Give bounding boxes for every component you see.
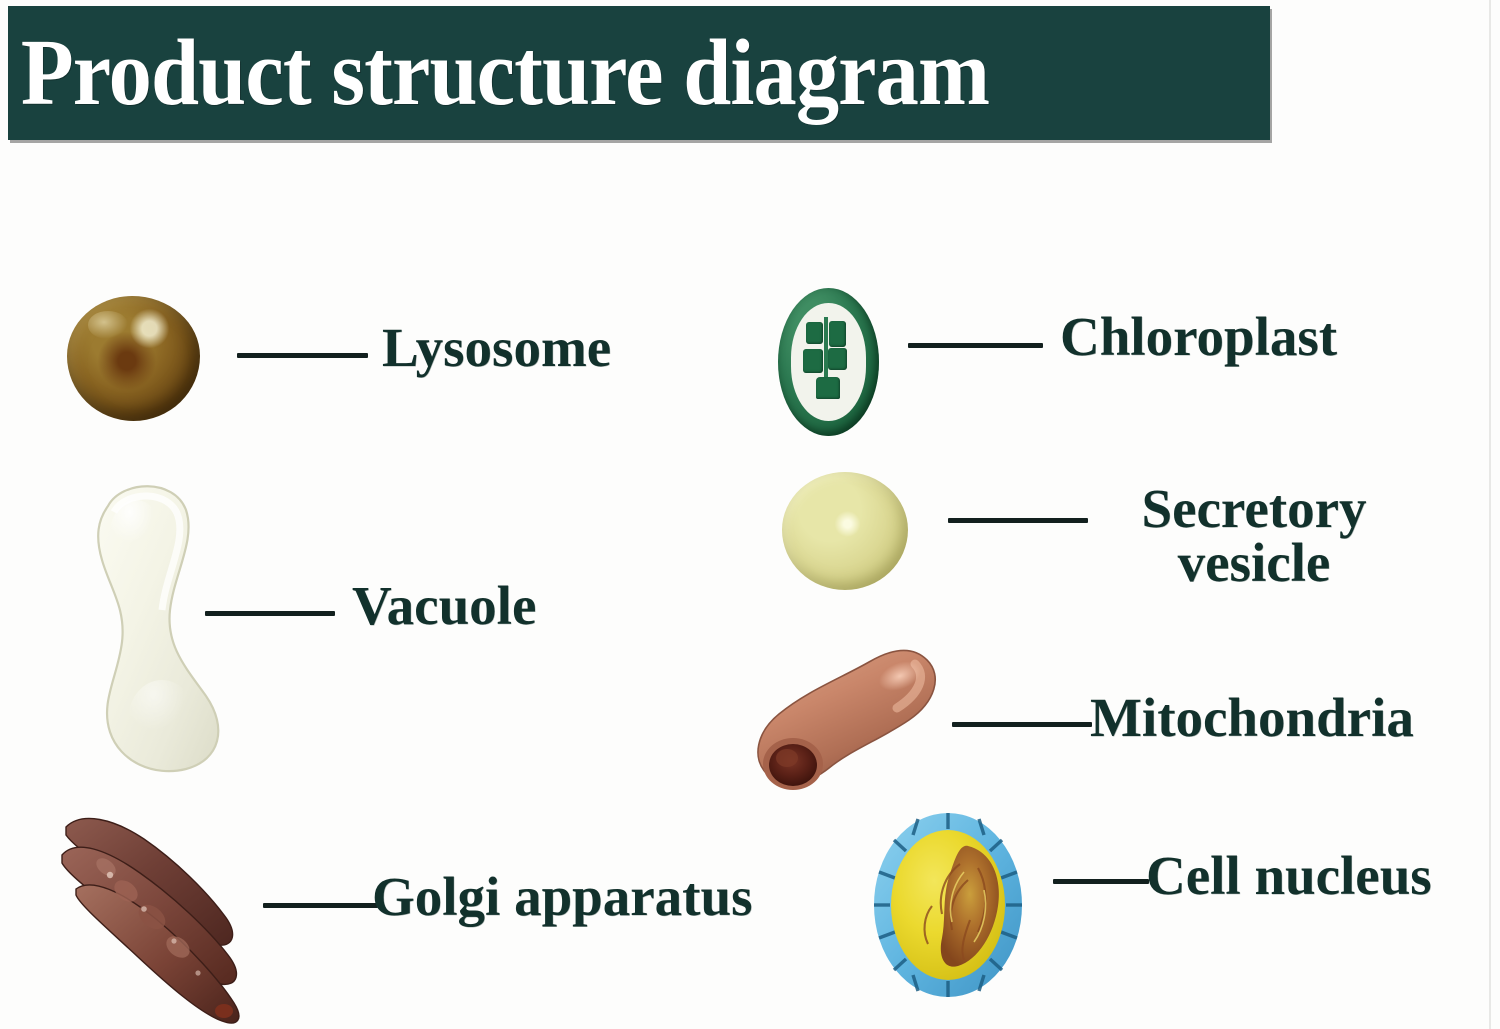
vacuole-label: Vacuole	[352, 575, 537, 636]
cell-nucleus-leader-line	[1053, 879, 1149, 884]
chloroplast-granum	[803, 348, 823, 373]
secretory-vesicle-icon	[782, 472, 908, 590]
cell-nucleus-icon	[872, 810, 1024, 1000]
cell-nucleus-shape	[874, 813, 1022, 997]
secretory-vesicle-label: Secretory vesicle	[1104, 481, 1404, 593]
chloroplast-stroma	[791, 302, 866, 422]
mitochondria-label: Mitochondria	[1090, 687, 1414, 748]
lysosome-icon	[67, 296, 200, 421]
mitochondria-leader-line	[952, 722, 1092, 727]
right-edge-rule	[1489, 0, 1491, 1029]
golgi-shape	[61, 817, 240, 1024]
chloroplast-label: Chloroplast	[1060, 306, 1338, 367]
chloroplast-leader-line	[908, 343, 1043, 348]
page-title: Product structure diagram	[20, 21, 990, 125]
vacuole-shape	[97, 485, 220, 773]
golgi-apparatus-icon	[48, 805, 278, 1029]
chloroplast-granum	[829, 320, 847, 347]
vacuole-leader-line	[205, 611, 335, 616]
chloroplast-granum	[828, 347, 848, 371]
mitochondria-icon	[745, 638, 950, 813]
chloroplast-icon	[778, 288, 879, 436]
golgi-apparatus-leader-line	[263, 903, 378, 908]
vacuole-icon	[70, 470, 240, 775]
lysosome-label: Lysosome	[382, 317, 612, 378]
title-bar: Product structure diagram	[8, 6, 1270, 140]
secretory-vesicle-leader-line	[948, 518, 1088, 523]
mitochondria-shape	[757, 649, 936, 790]
secretory-vesicle-label-line2: vesicle	[1177, 531, 1331, 593]
chloroplast-granum	[806, 321, 823, 345]
lysosome-leader-line	[237, 353, 368, 358]
secretory-vesicle-label-line1: Secretory	[1141, 478, 1367, 539]
cell-nucleus-label: Cell nucleus	[1146, 845, 1432, 906]
golgi-apparatus-label: Golgi apparatus	[372, 866, 753, 927]
chloroplast-granum	[815, 377, 840, 399]
chloroplast-lamella	[824, 317, 829, 379]
